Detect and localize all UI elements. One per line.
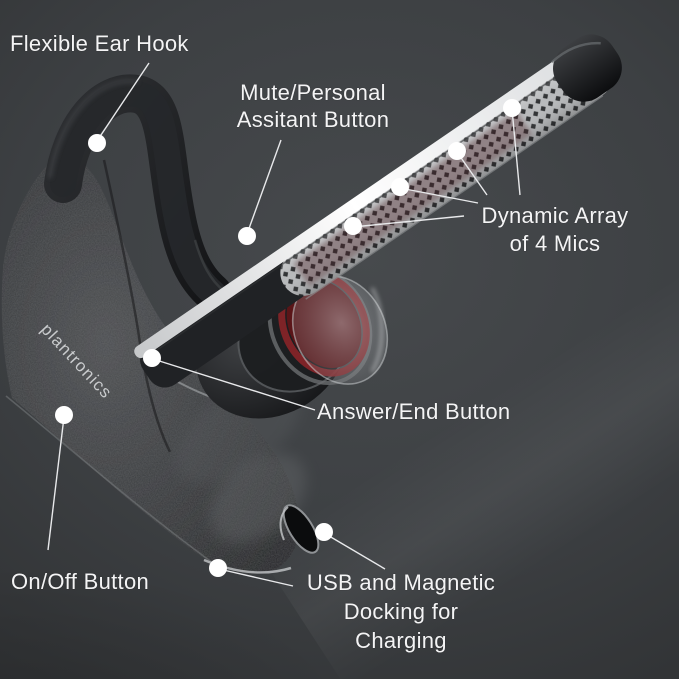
leader-line-mic-2: [456, 151, 488, 196]
callout-dot-ear-hook: [88, 134, 106, 152]
mic-boom: [134, 34, 622, 388]
callout-dot-mic-3: [391, 178, 409, 196]
ear-hook-highlight: [48, 79, 139, 179]
callout-dot-power: [55, 406, 73, 424]
callout-dot-mic-1: [503, 99, 521, 117]
leader-line-mic-1: [511, 108, 521, 196]
boom-base: [140, 254, 310, 388]
callout-label-power: On/Off Button: [11, 568, 149, 595]
ear-tip-highlight: [370, 287, 384, 373]
leader-line-mute: [246, 139, 282, 235]
callout-dot-answer: [143, 349, 161, 367]
callout-dots: [55, 99, 521, 577]
leader-line-magnetic: [218, 568, 294, 587]
boom-bottom-edge: [305, 95, 604, 300]
label-line: Dynamic Array: [481, 203, 629, 228]
ear-hook-core: [50, 80, 226, 306]
leader-line-ear-hook: [96, 62, 150, 142]
label-line: Assitant Button: [236, 107, 390, 132]
ear-hook-end-highlight: [193, 239, 225, 292]
callout-label-answer: Answer/End Button: [317, 398, 510, 425]
callout-dot-usb: [315, 523, 333, 541]
body-seam: [102, 159, 172, 453]
label-line: Mute/Personal: [240, 80, 386, 105]
label-line: On/Off Button: [11, 569, 150, 594]
leader-line-usb: [323, 532, 386, 570]
label-line: Answer/End Button: [317, 399, 511, 424]
usb-port-highlight: [279, 506, 289, 541]
body-bottom-edge-highlight: [5, 395, 214, 564]
callout-dot-magnetic: [209, 559, 227, 577]
leader-lines: [47, 62, 521, 587]
boom-strip-shadow: [141, 63, 576, 362]
label-line: Docking for: [343, 599, 459, 624]
label-line: Charging: [355, 628, 447, 653]
label-line: of 4 Mics: [509, 231, 601, 256]
leader-line-mic-4: [352, 215, 465, 228]
callout-dot-mic-4: [344, 217, 362, 235]
boom-strip: [134, 52, 575, 359]
label-line: Flexible Ear Hook: [10, 31, 189, 56]
leader-line-answer: [152, 358, 316, 411]
leader-line-mic-3: [399, 187, 479, 204]
callout-label-ear-hook: Flexible Ear Hook: [10, 30, 189, 57]
usb-port: [282, 504, 320, 554]
callout-label-mute: Mute/Personal Assitant Button: [203, 79, 423, 133]
label-line: USB and Magnetic: [306, 570, 496, 595]
callout-dot-mic-2: [448, 142, 466, 160]
callout-label-mics: Dynamic Array of 4 Mics: [455, 202, 655, 258]
callout-label-usb: USB and Magnetic Docking for Charging: [290, 568, 512, 655]
boom-tip-cap: [553, 34, 622, 102]
leader-line-power: [47, 416, 65, 551]
callout-dot-mute: [238, 227, 256, 245]
boom-tip-highlight: [551, 41, 601, 64]
mic-mesh-red-tint: [293, 110, 532, 287]
